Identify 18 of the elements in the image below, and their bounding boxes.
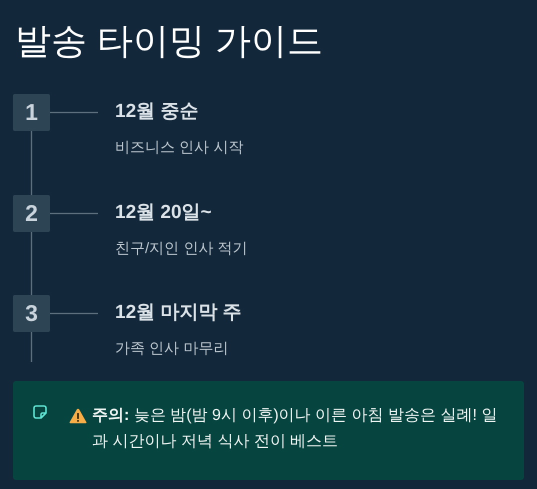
- step-number-box: 2: [13, 195, 50, 232]
- date-heading: 12월 마지막 주: [115, 301, 242, 325]
- step-description: 비즈니스 인사 시작: [115, 138, 244, 158]
- title: 발송 타이밍 가이드: [15, 19, 324, 63]
- connector-line: [50, 112, 98, 114]
- note-box: [13, 381, 524, 480]
- connector-line: [50, 212, 98, 214]
- connector-line: [30, 131, 32, 195]
- step-description: 친구/지인 인사 적기: [115, 239, 248, 259]
- date-heading: 12월 20일~: [115, 201, 213, 225]
- connector-line: [50, 312, 98, 314]
- note-text: 주의: 늦은 밤(밤 9시 이후)이나 이른 아침 발송은 실례! 일과 시간이나 저녁 식사 전이 베스트: [92, 406, 498, 452]
- step-description: 가족 인사 마무리: [115, 339, 230, 359]
- step-number-box: 3: [13, 295, 50, 332]
- connector-line: [30, 332, 32, 362]
- step-number-box: 1: [13, 94, 50, 131]
- date-heading: 12월 중순: [115, 100, 200, 124]
- connector-line: [30, 232, 32, 295]
